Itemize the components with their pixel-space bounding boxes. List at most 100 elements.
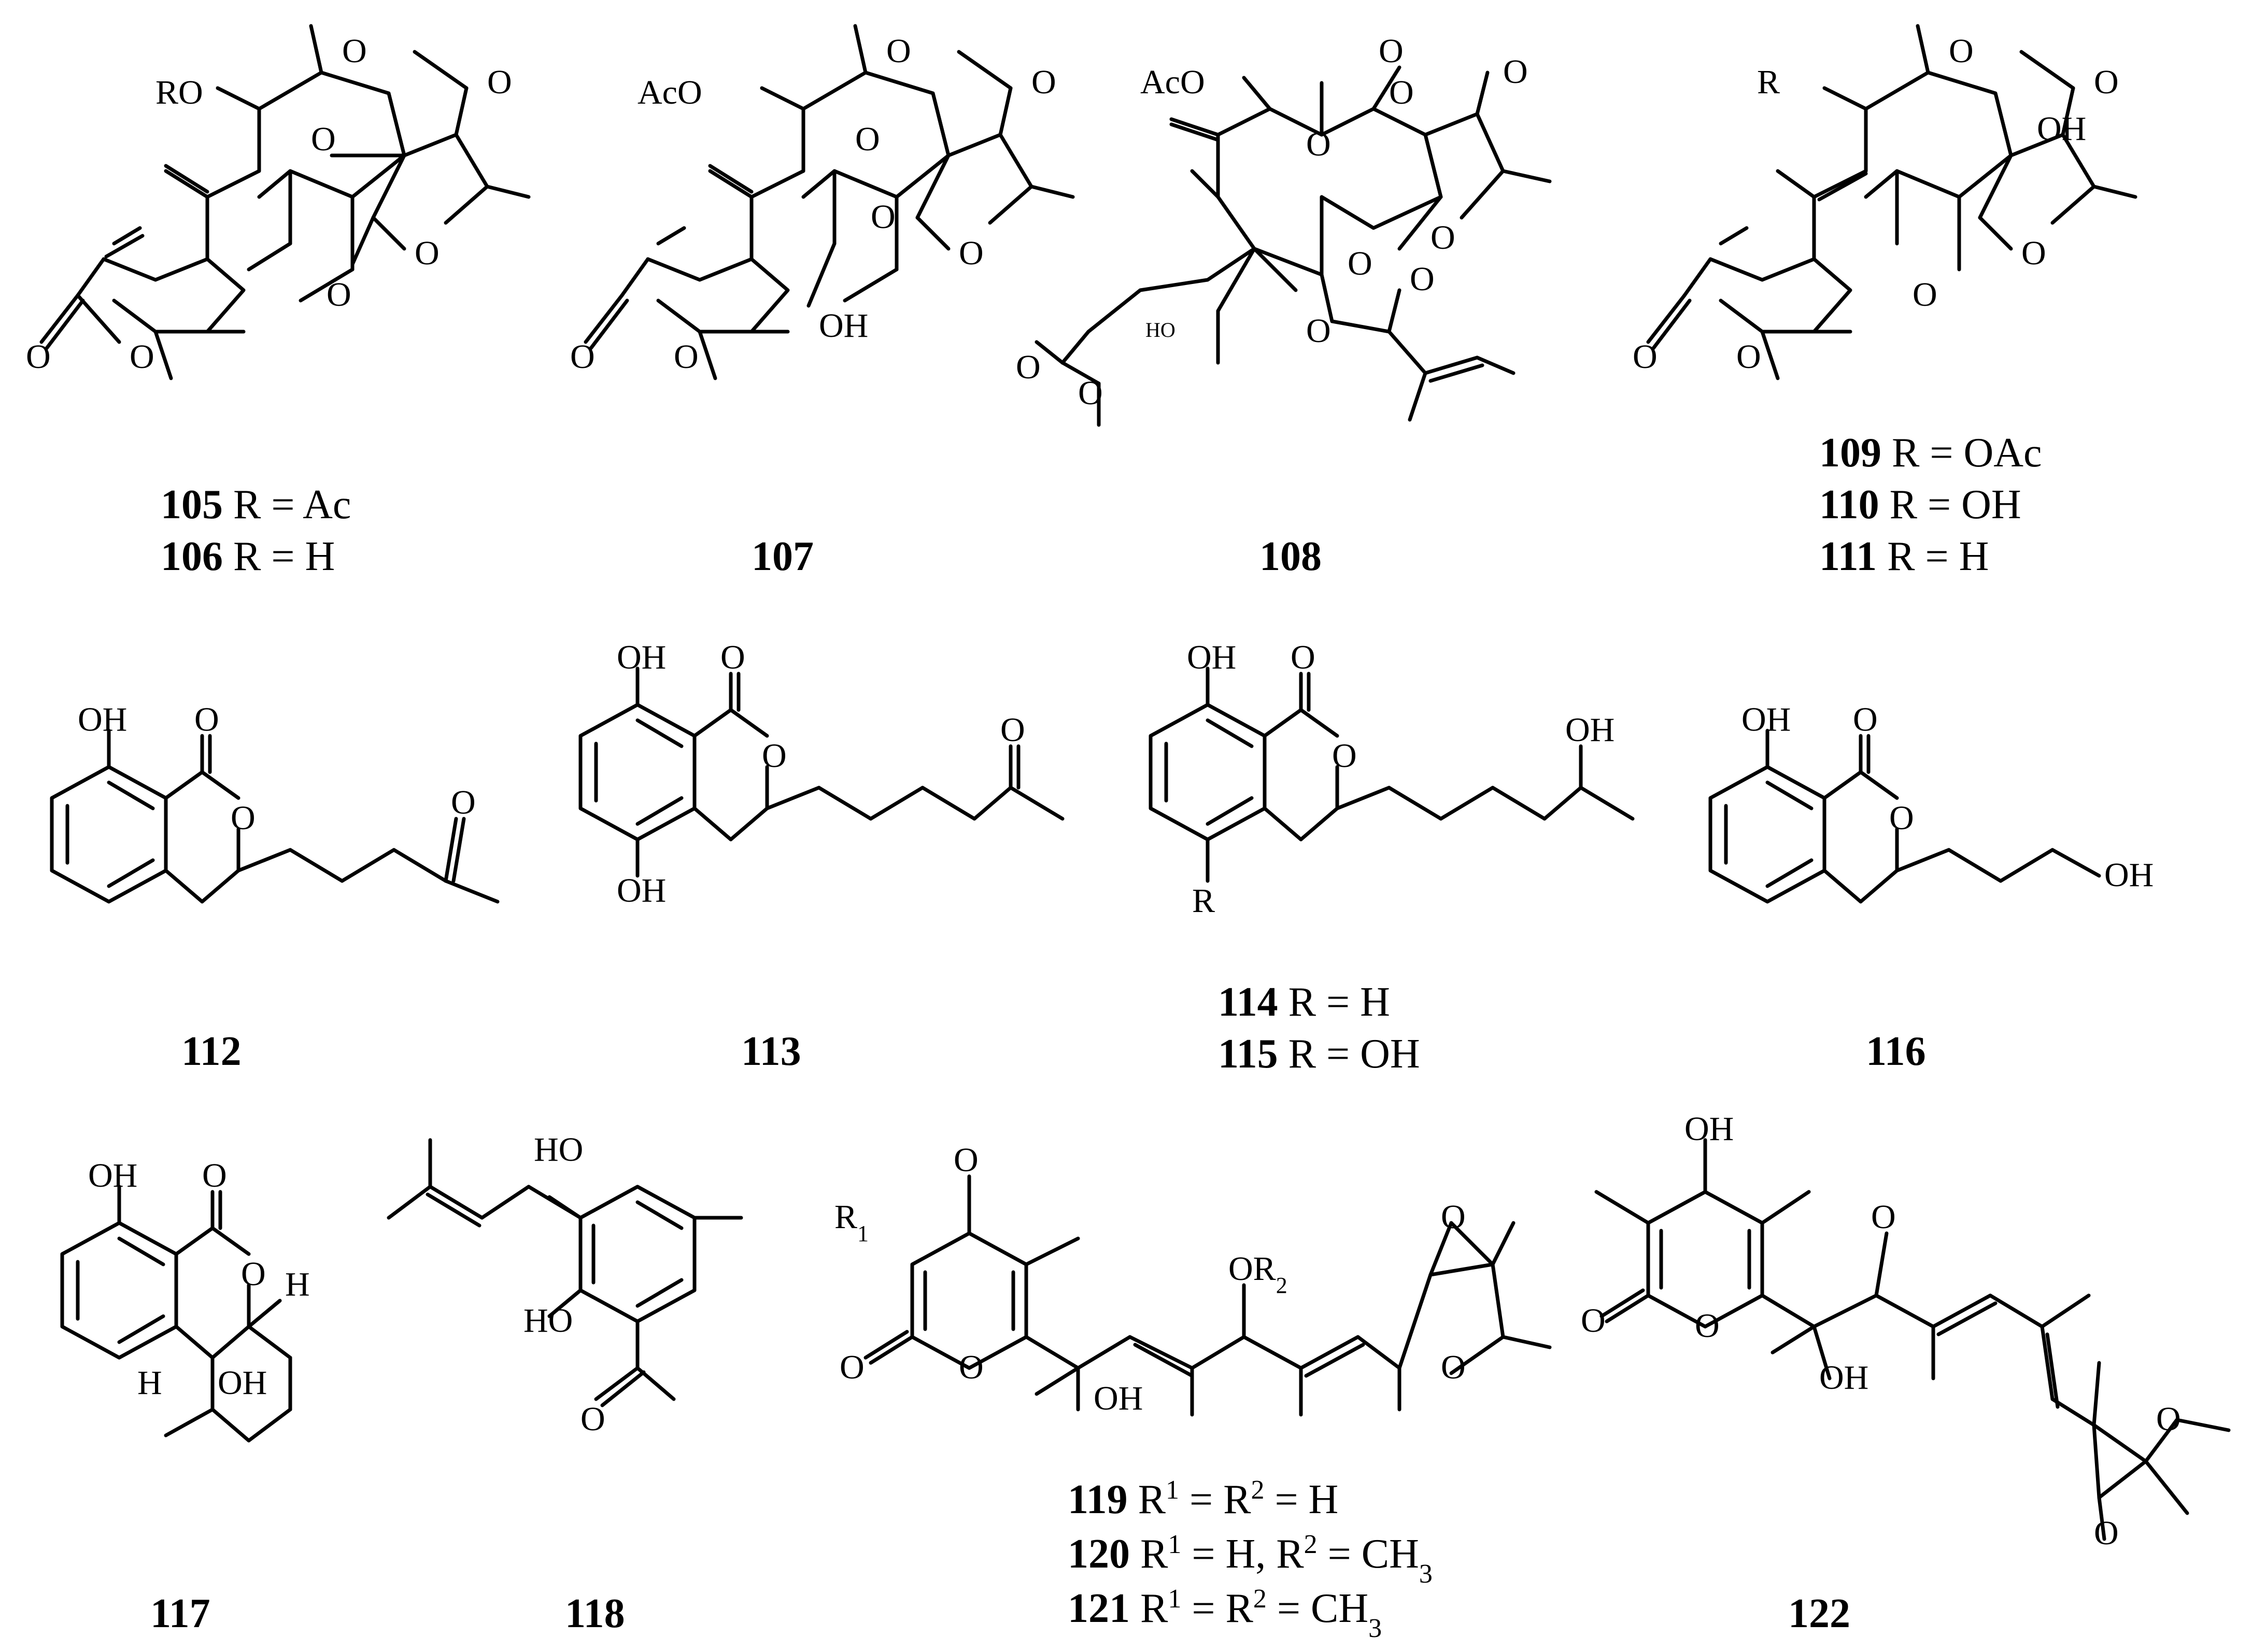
structure-116: OH O O OH — [1708, 701, 2154, 904]
compound-number: 111 — [1819, 534, 1877, 579]
structure-119: O O O OH OR2 O O R1 — [834, 1141, 1552, 1417]
compound-caption-113: 113 — [741, 1029, 801, 1074]
atom-label: O — [1078, 374, 1103, 412]
compound-number: 120 — [1068, 1531, 1130, 1577]
atom-label: O — [342, 32, 367, 70]
atom-label: O — [415, 234, 440, 272]
caption-text: R = OH — [1879, 482, 2021, 528]
atom-label: O — [1379, 32, 1404, 70]
atom-label: OH — [2037, 110, 2086, 148]
atom-label: OH — [218, 1364, 267, 1402]
atom-label: HO — [534, 1131, 583, 1169]
compound-caption-121: 121 R1 = R2 = CH3 — [1068, 1584, 1382, 1643]
compound-number: 116 — [1866, 1029, 1926, 1074]
atom-label: OH — [617, 638, 666, 676]
atom-label: O — [327, 276, 351, 314]
caption-mid: = H, R — [1181, 1531, 1304, 1577]
structure-105: RO O O O O O O O — [26, 24, 531, 380]
compound-caption-119: 119 R1 = R2 = H — [1068, 1475, 1338, 1523]
atom-label: H — [137, 1364, 162, 1402]
compound-number: 105 — [161, 482, 223, 528]
atom-label: O — [762, 737, 787, 775]
compound-caption-118: 118 — [565, 1591, 625, 1636]
atom-label: O — [855, 120, 880, 158]
atom-label: O — [241, 1255, 266, 1293]
caption-text: R = H — [1278, 979, 1390, 1025]
structure-107: AcO O O O O O O O OH — [570, 24, 1075, 380]
atom-subscript: 1 — [857, 1221, 869, 1246]
caption-sup1: 1 — [1168, 1530, 1181, 1559]
atom-label: AcO — [638, 74, 702, 111]
atom-label: HO — [523, 1302, 573, 1340]
atom-label: OH — [78, 701, 127, 738]
atom-label: O — [1581, 1302, 1606, 1340]
atom-label: OH — [1741, 701, 1791, 738]
atom-label: O — [954, 1141, 979, 1179]
structure-109: R O O OH O O O O — [1633, 24, 2137, 380]
atom-label: O — [202, 1157, 227, 1194]
atom-label: OR2 — [1228, 1250, 1287, 1298]
compound-caption-117: 117 — [150, 1591, 210, 1636]
structure-122: OH O O O OH O O — [1581, 1110, 2231, 1552]
compound-caption-112: 112 — [181, 1029, 242, 1074]
atom-label: O — [1016, 348, 1041, 386]
caption-tail: = CH — [1267, 1586, 1368, 1631]
atom-label: O — [2021, 234, 2046, 272]
atom-label: O — [194, 701, 219, 738]
atom-label: R — [1757, 63, 1780, 101]
caption-mid: = R — [1181, 1586, 1253, 1631]
atom-label: HO — [1145, 318, 1176, 341]
atom-label: OH — [1565, 711, 1614, 749]
atom-label: OH — [2104, 856, 2154, 894]
atom-label: O — [1000, 711, 1025, 749]
atom-label: O — [1332, 737, 1357, 775]
atom-label: O — [1291, 638, 1315, 676]
caption-text: R = OH — [1278, 1031, 1420, 1077]
atom-label: O — [1348, 245, 1372, 282]
caption-text: R — [1130, 1586, 1168, 1631]
compound-number: 112 — [181, 1029, 242, 1074]
atom-label: O — [1031, 63, 1056, 101]
compound-number: 109 — [1819, 430, 1881, 476]
compound-number: 113 — [741, 1029, 801, 1074]
atom-label: H — [285, 1265, 310, 1303]
caption-tail: = CH — [1318, 1531, 1419, 1577]
compound-number: 121 — [1068, 1586, 1130, 1631]
atom-label: O — [1306, 125, 1331, 163]
caption-text: R = H — [1877, 534, 1989, 579]
atom-label: O — [1503, 53, 1528, 91]
caption-sub: 3 — [1419, 1559, 1433, 1589]
structure-112: OH O O O — [50, 701, 500, 904]
structure-118: HO HO O — [387, 1131, 743, 1438]
caption-sup2: 2 — [1304, 1530, 1318, 1559]
atom-label: O — [1441, 1348, 1466, 1386]
atom-label: O — [1736, 338, 1761, 376]
atom-label: O — [580, 1400, 605, 1438]
atom-label: OH — [1094, 1379, 1143, 1417]
compound-number: 119 — [1068, 1477, 1128, 1522]
compound-caption-120: 120 R1 = H, R2 = CH3 — [1068, 1530, 1433, 1589]
atom-label: O — [1695, 1307, 1720, 1345]
caption-text: R = H — [223, 534, 335, 579]
atom-label: O — [487, 63, 512, 101]
compound-number: 108 — [1259, 534, 1322, 579]
caption-tail: = H — [1264, 1477, 1338, 1522]
compound-caption-114: 114 R = H — [1218, 979, 1390, 1025]
atom-label: RO — [155, 74, 203, 111]
atom-label: O — [886, 32, 911, 70]
compound-caption-122: 122 — [1788, 1591, 1850, 1636]
atom-label: R — [1192, 882, 1215, 920]
atom-label: O — [1431, 219, 1455, 257]
atom-label: O — [959, 1348, 984, 1386]
atom-label: O — [231, 799, 256, 837]
atom-label: AcO — [1140, 63, 1205, 101]
compound-number: 115 — [1218, 1031, 1278, 1077]
caption-text: R — [1128, 1477, 1166, 1522]
atom-label: OH — [1819, 1359, 1868, 1397]
atom-label: O — [1410, 260, 1435, 298]
atom-label: O — [1949, 32, 1974, 70]
atom-label: R1 — [834, 1198, 869, 1246]
atom-label: OH — [1684, 1110, 1734, 1148]
atom-label: O — [1633, 338, 1658, 376]
